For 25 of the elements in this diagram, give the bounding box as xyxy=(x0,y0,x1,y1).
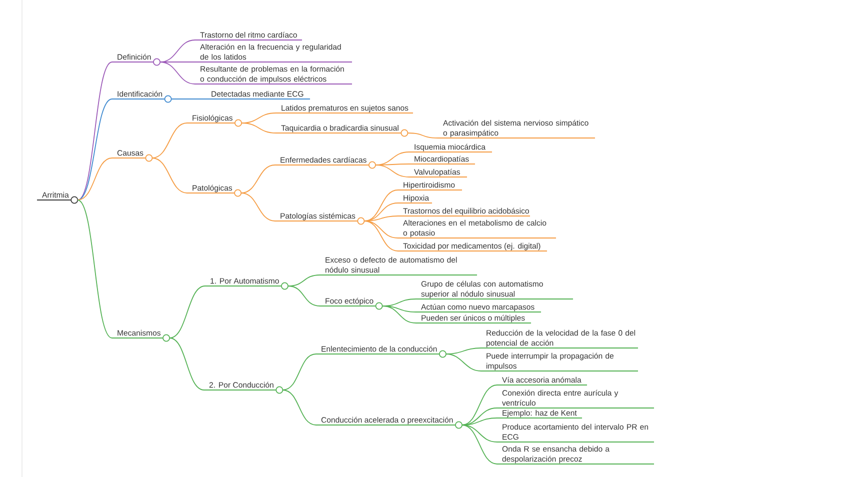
branch-line xyxy=(77,62,112,200)
branch-line xyxy=(160,62,196,84)
branch-line xyxy=(169,286,206,338)
branch-line xyxy=(375,164,410,178)
branch-line xyxy=(282,354,316,390)
branch-line xyxy=(77,200,112,338)
branch-line xyxy=(169,338,204,390)
branch-line xyxy=(462,384,498,426)
branch-line xyxy=(152,122,188,158)
branch-line xyxy=(170,98,206,100)
branch-line xyxy=(364,220,398,252)
branch-line xyxy=(446,354,482,372)
branch-line xyxy=(240,164,276,194)
branch-line xyxy=(240,192,276,222)
branch-line xyxy=(241,122,276,134)
branch-line xyxy=(407,132,438,138)
branch-line xyxy=(77,98,112,200)
branch-line xyxy=(282,390,316,426)
branch-line xyxy=(77,158,112,200)
branch-line xyxy=(382,306,416,324)
branch-line xyxy=(364,220,398,238)
branch-line xyxy=(462,424,498,442)
branch-line xyxy=(288,286,320,306)
branch-line xyxy=(462,424,498,464)
branch-line xyxy=(152,158,188,194)
